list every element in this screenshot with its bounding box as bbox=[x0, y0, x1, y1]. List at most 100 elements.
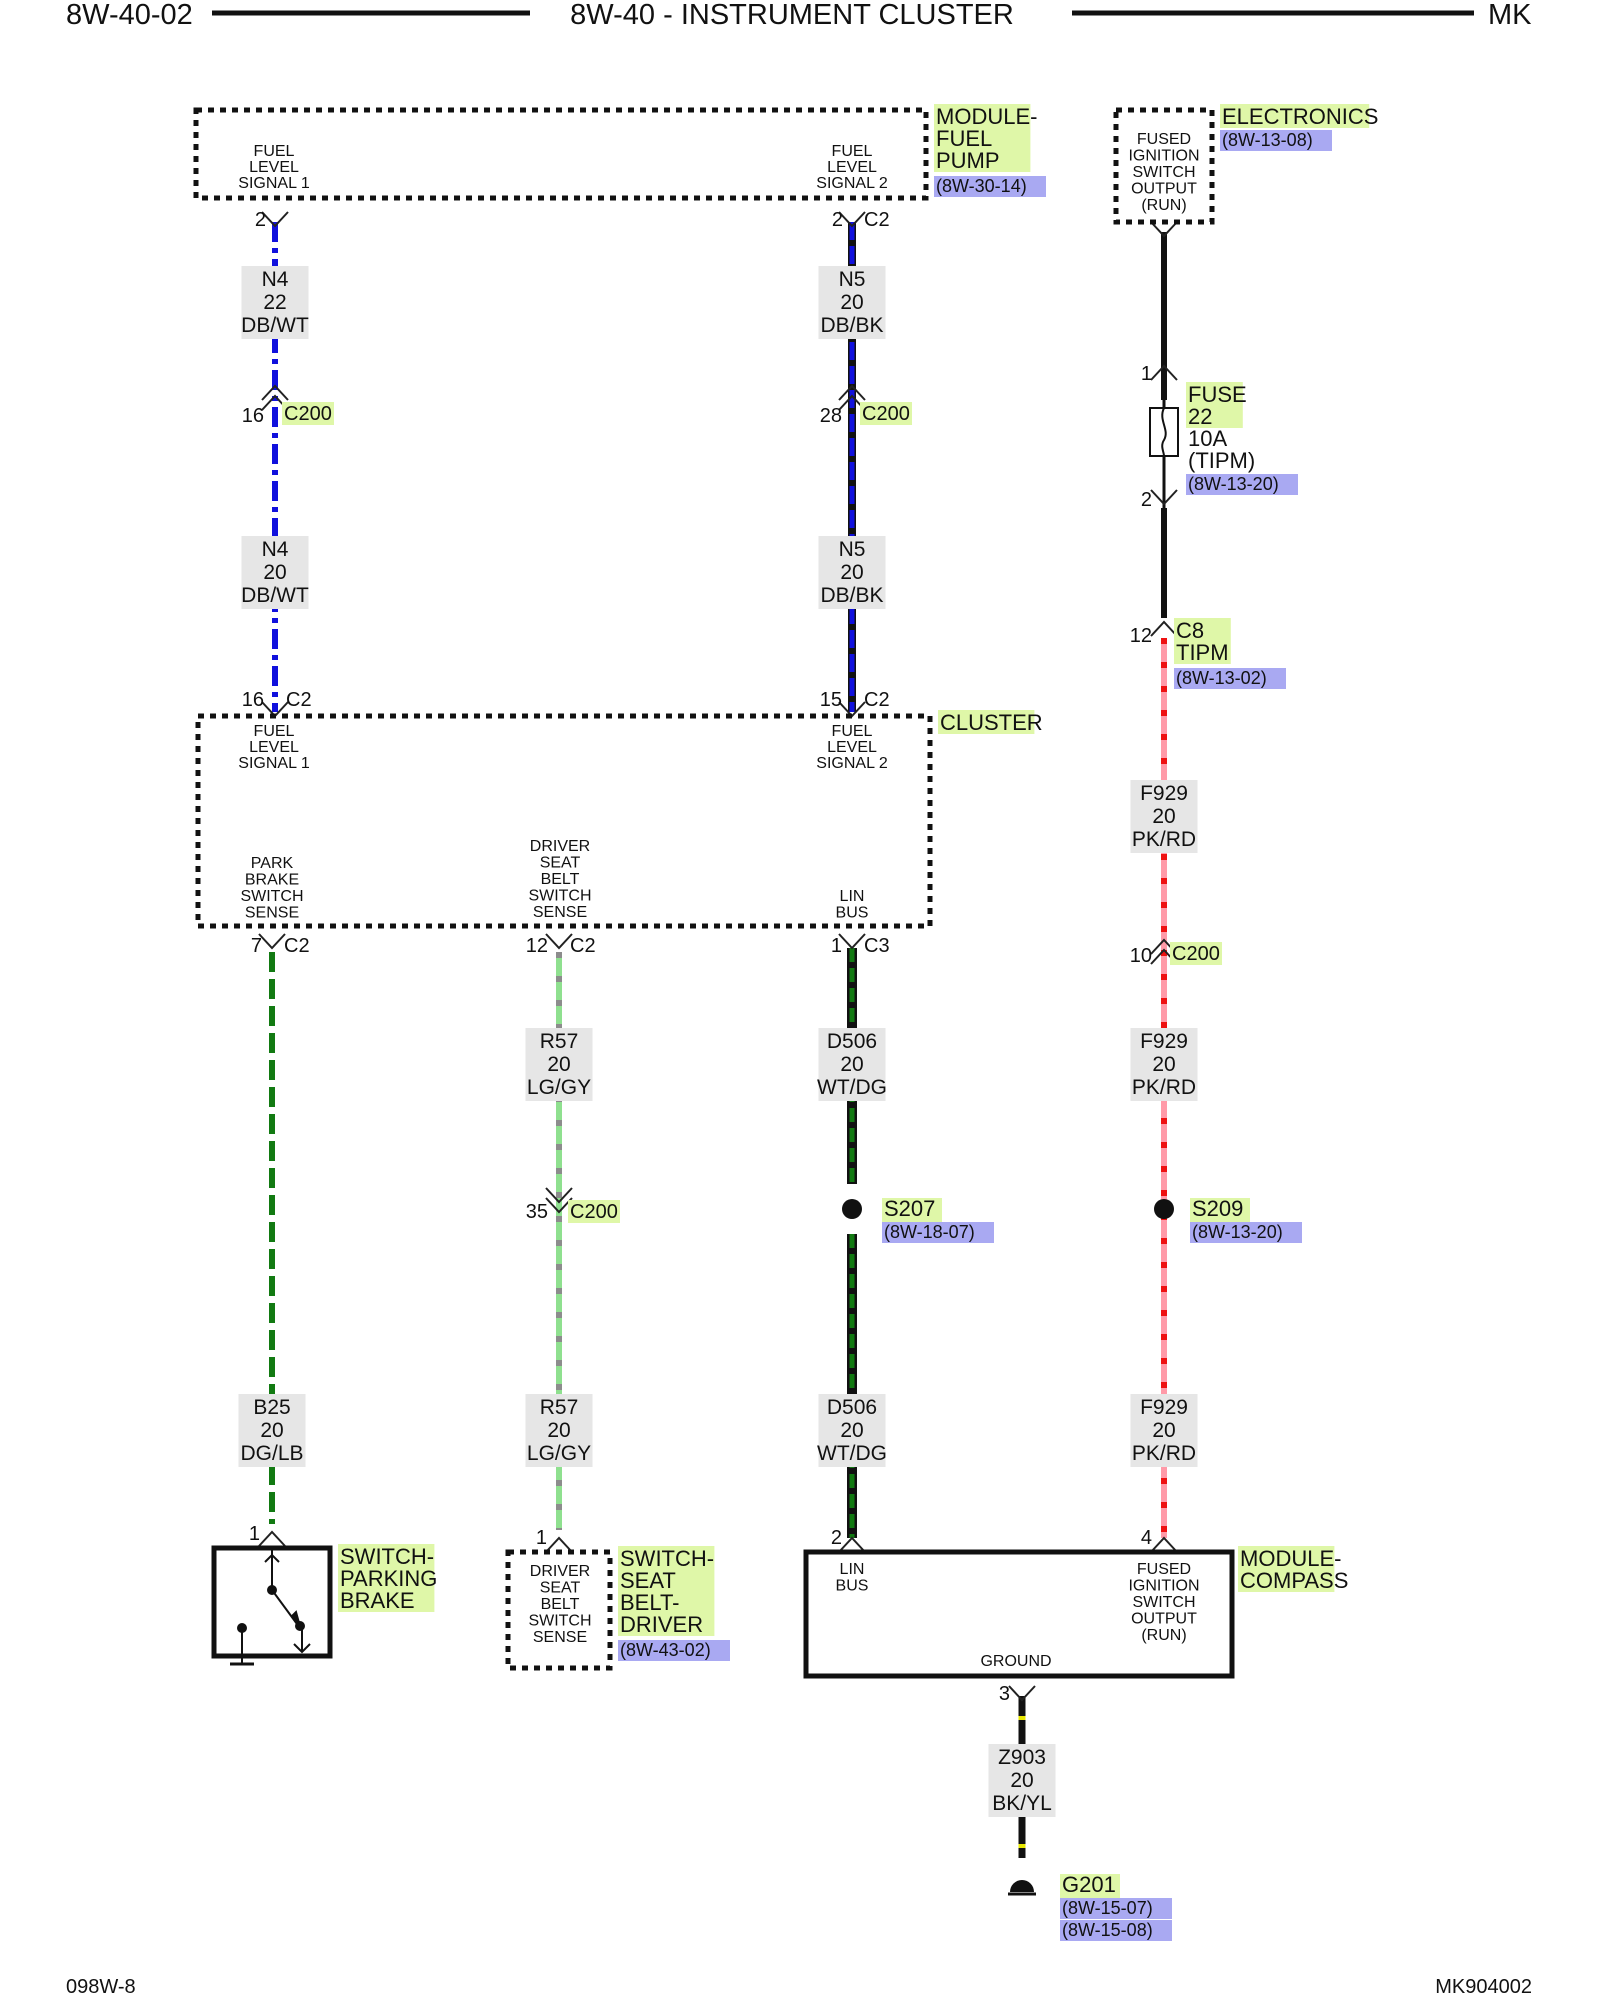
connector-name: C2 bbox=[286, 689, 312, 711]
wire-label: R57 bbox=[540, 1396, 579, 1419]
wire-label-bg bbox=[818, 1028, 886, 1101]
reference-bg bbox=[1174, 668, 1286, 689]
connector-name-bg bbox=[1170, 942, 1222, 965]
wire-label: PK/RD bbox=[1132, 828, 1196, 851]
splice-name-bg bbox=[1190, 1198, 1250, 1222]
fused-ignition-output-label: IGNITION bbox=[1128, 148, 1199, 165]
parking-brake-switch-icon bbox=[230, 1548, 311, 1666]
pin-number: 1 bbox=[1141, 363, 1152, 385]
reference-bg bbox=[1060, 1920, 1172, 1941]
wire-label-bg bbox=[238, 1394, 306, 1467]
park-brake-switch-sense-label: PARK bbox=[251, 855, 294, 872]
wire-label-bg bbox=[525, 1394, 593, 1467]
fused-ignition-output-label: OUTPUT bbox=[1131, 1611, 1197, 1628]
fused-ignition-output-label: IGNITION bbox=[1128, 1578, 1199, 1595]
wire-label-bg bbox=[525, 1028, 593, 1101]
chevron-down-icon bbox=[1150, 221, 1178, 238]
wire-label-bg bbox=[241, 266, 309, 339]
chevron-up-icon bbox=[1150, 620, 1178, 637]
wire-label-bg bbox=[818, 1394, 886, 1467]
page-reference: (8W-15-07) bbox=[1062, 1898, 1153, 1918]
lin-bus-label: LIN bbox=[840, 1561, 865, 1578]
connector-symbols bbox=[258, 211, 1178, 1702]
reference-bg bbox=[934, 176, 1046, 197]
park-brake-switch-sense-label: BRAKE bbox=[245, 872, 299, 889]
connector-name: C2 bbox=[864, 689, 890, 711]
splice-s207-icon bbox=[842, 1199, 862, 1219]
driver-seat-belt-sense-label: DRIVER bbox=[530, 1563, 590, 1580]
component-name: SWITCH- bbox=[620, 1546, 714, 1571]
component-name: BRAKE bbox=[340, 1588, 415, 1613]
wire-label: 20 bbox=[1152, 1419, 1175, 1442]
wire-label-bg bbox=[1130, 780, 1198, 853]
wire-label: PK/RD bbox=[1132, 1442, 1196, 1465]
fuse-element-icon bbox=[1161, 407, 1167, 457]
fuse-rating: 10A bbox=[1188, 426, 1227, 451]
chevron-up-icon bbox=[258, 1530, 286, 1547]
wire-label: R57 bbox=[540, 1030, 579, 1053]
fuel-level-signal-1-label: FUEL bbox=[254, 143, 295, 160]
pin-number: 12 bbox=[526, 935, 548, 957]
wire-label-bg bbox=[1130, 1394, 1198, 1467]
cluster-box bbox=[195, 713, 933, 929]
component-name: MODULE- bbox=[1240, 1546, 1341, 1571]
wire-label-bg bbox=[1130, 1028, 1198, 1101]
component-name: DRIVER bbox=[620, 1612, 703, 1637]
pin-number: 12 bbox=[1130, 625, 1152, 647]
lin-bus-label: BUS bbox=[836, 1578, 869, 1595]
driver-seat-belt-sense-label: BELT bbox=[541, 871, 580, 888]
driver-seat-belt-sense-label: SWITCH bbox=[528, 1613, 591, 1630]
component-name: TIPM bbox=[1176, 640, 1229, 665]
page-reference: (8W-18-07) bbox=[884, 1222, 975, 1242]
pin-number: 15 bbox=[820, 689, 842, 711]
wire-label: Z903 bbox=[998, 1746, 1046, 1769]
fuel-level-signal-2-label: LEVEL bbox=[827, 159, 877, 176]
wire-label: F929 bbox=[1140, 1030, 1188, 1053]
driver-seat-belt-sense-label: SENSE bbox=[533, 1629, 587, 1646]
component-name: FUEL bbox=[936, 126, 992, 151]
wire-label: BK/YL bbox=[992, 1792, 1052, 1815]
fused-ignition-output-label: SWITCH bbox=[1132, 1594, 1195, 1611]
fuel-level-signal-1-label: LEVEL bbox=[249, 739, 299, 756]
wire-label: 20 bbox=[840, 561, 863, 584]
fused-ignition-output-label: FUSED bbox=[1137, 131, 1191, 148]
component-name: PUMP bbox=[936, 148, 1000, 173]
pin-number: 1 bbox=[536, 1527, 547, 1549]
wire-label: 20 bbox=[1152, 805, 1175, 828]
reference-bg bbox=[1060, 1898, 1172, 1919]
model-code: MK bbox=[1488, 0, 1532, 31]
wire-label: DB/WT bbox=[241, 314, 309, 337]
driver-seat-belt-sense-label: SWITCH bbox=[528, 888, 591, 905]
connector-name: C200 bbox=[570, 1201, 618, 1223]
wire-label: DB/WT bbox=[241, 584, 309, 607]
chevron-up-icon bbox=[1150, 364, 1178, 381]
wire-label: DG/LB bbox=[240, 1442, 303, 1465]
driver-seat-belt-sense-label: SENSE bbox=[533, 904, 587, 921]
connector-name: C3 bbox=[864, 935, 890, 957]
component-name-bg bbox=[1238, 1546, 1335, 1592]
driver-seat-belt-sense-label: SEAT bbox=[540, 1580, 581, 1597]
ground-label: GROUND bbox=[980, 1653, 1051, 1670]
page-reference: (8W-13-20) bbox=[1192, 1222, 1283, 1242]
park-brake-switch-sense-label: SWITCH bbox=[240, 888, 303, 905]
wire-label: 20 bbox=[1010, 1769, 1033, 1792]
pin-number: 1 bbox=[249, 1523, 260, 1545]
component-name-bg bbox=[934, 104, 1031, 172]
reference-bg bbox=[1190, 1222, 1302, 1243]
wire-label: 20 bbox=[840, 291, 863, 314]
chevron-down-icon bbox=[1150, 489, 1178, 506]
connector-name: C2 bbox=[284, 935, 310, 957]
connector-name: C2 bbox=[864, 209, 890, 231]
component-name: SEAT bbox=[620, 1568, 676, 1593]
chevron-down-icon bbox=[258, 933, 286, 950]
chevron-up-icon bbox=[838, 384, 866, 401]
component-name: MODULE- bbox=[936, 104, 1037, 129]
fuel-level-signal-1-label: LEVEL bbox=[249, 159, 299, 176]
wire-label: WT/DG bbox=[817, 1076, 887, 1099]
lin-bus-label: BUS bbox=[836, 905, 869, 922]
fuel-level-signal-1-label: FUEL bbox=[254, 723, 295, 740]
seat-belt-switch-box bbox=[505, 1549, 613, 1671]
chevron-down-icon bbox=[261, 211, 289, 228]
